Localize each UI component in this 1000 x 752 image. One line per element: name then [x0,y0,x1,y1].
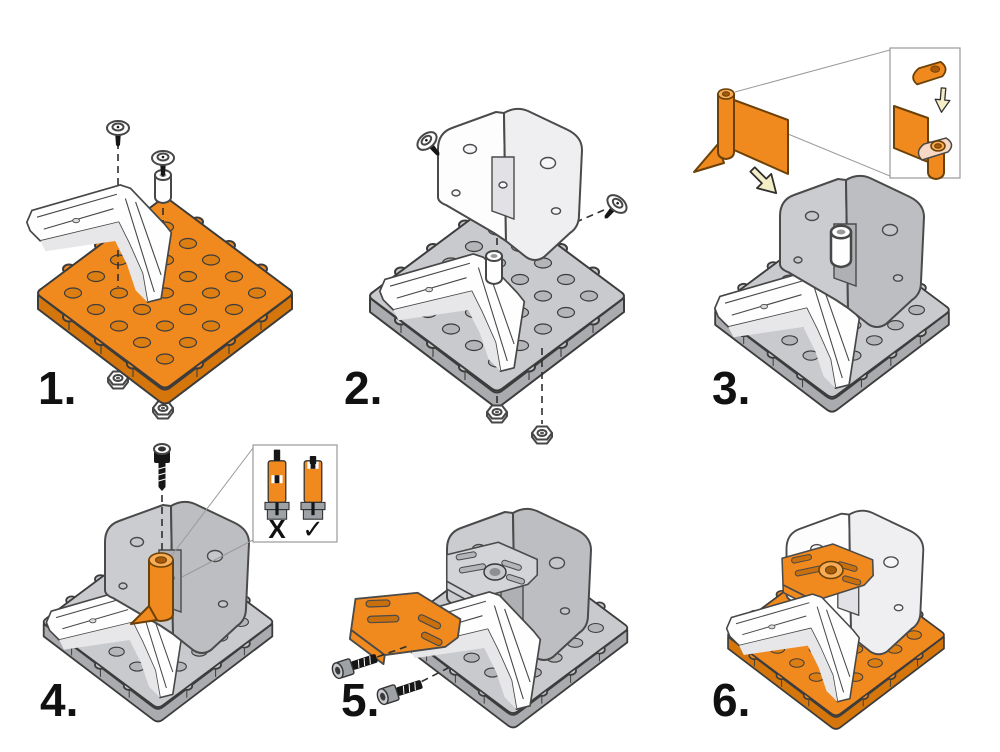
hinge-flag-orange [693,88,789,175]
step-4-panel: X ✓ 4. [40,443,338,726]
screw-depth-inset [252,444,338,543]
step-1-label: 1. [38,362,76,414]
pivot-post [829,224,853,269]
step-5-label: 5. [341,674,379,726]
step-3-label: 3. [712,362,750,414]
step-1-panel: 1. [25,120,293,420]
correct-mark: ✓ [302,514,324,544]
down-right-arrow-icon [749,166,778,194]
step-4-label: 4. [40,674,78,726]
pivot-hole [489,568,501,576]
inset-correct-diagram [300,456,326,520]
hex-nut [531,425,553,445]
step-5-panel: 5. [329,507,629,729]
socket-screw [374,675,425,707]
step-6-panel: 6. [712,509,945,730]
callout-lines [734,49,891,177]
cam-pivot-hole [825,565,837,575]
cap-screw [153,443,171,492]
callout-lines [171,447,254,578]
flat-screw [106,120,130,148]
inset-wrong-diagram [264,449,290,520]
flat-screw [595,190,631,227]
step-3-panel: 3. [693,47,961,414]
inset-hinge-assembled [893,105,953,180]
step-6-label: 6. [712,674,750,726]
hex-nut [486,404,508,424]
wrong-mark: X [268,514,286,544]
step-2-panel: 2. [344,107,631,445]
step-2-label: 2. [344,362,382,414]
pivot-post [485,250,503,285]
